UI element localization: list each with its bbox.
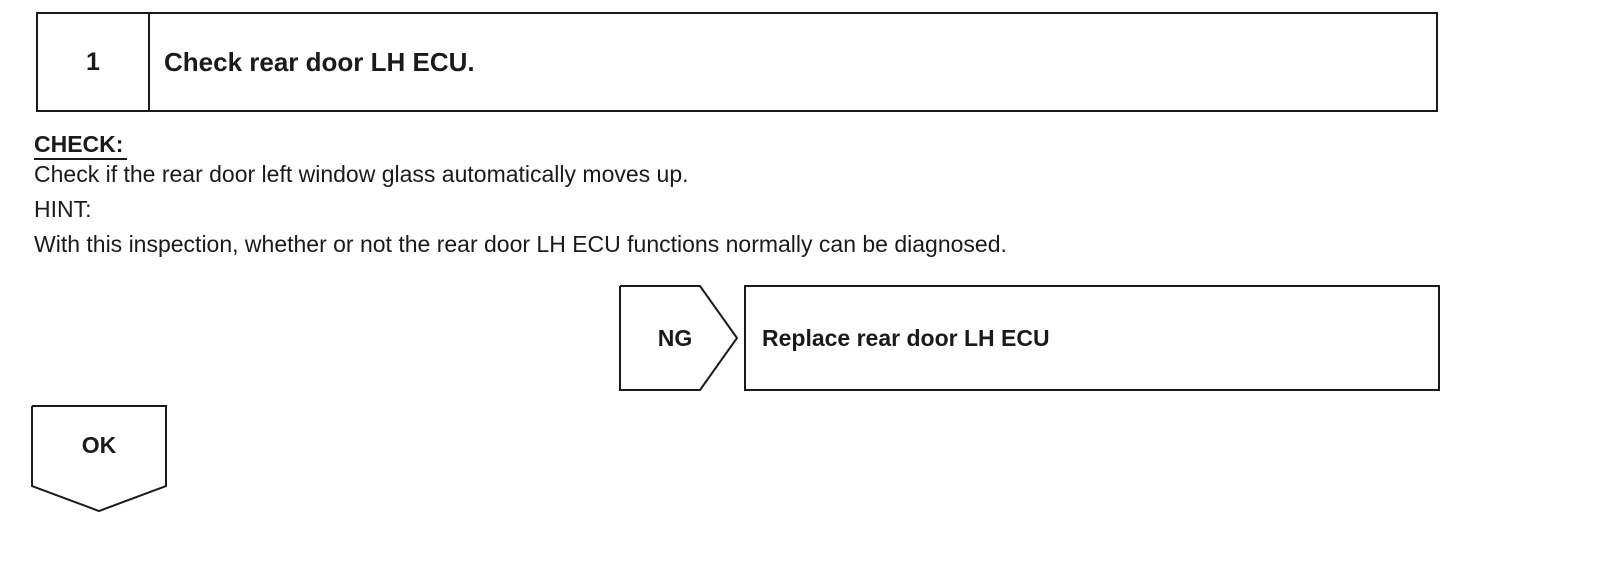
check-heading: CHECK: [34,130,128,160]
ng-action-box: Replace rear door LH ECU [744,285,1440,391]
ok-label: OK [81,431,117,458]
ng-action-text: Replace rear door LH ECU [762,324,1050,351]
hint-text: With this inspection, whether or not the… [34,231,1007,257]
step-header-box: 1 Check rear door LH ECU. [36,12,1438,112]
ok-arrow-shape [31,405,167,513]
step-number: 1 [38,14,150,110]
step-title: Check rear door LH ECU. [164,46,475,77]
ng-arrow-shape [619,285,739,391]
hint-label: HINT: [34,196,92,222]
ng-label: NG [657,324,693,351]
check-instruction: Check if the rear door left window glass… [34,161,689,187]
